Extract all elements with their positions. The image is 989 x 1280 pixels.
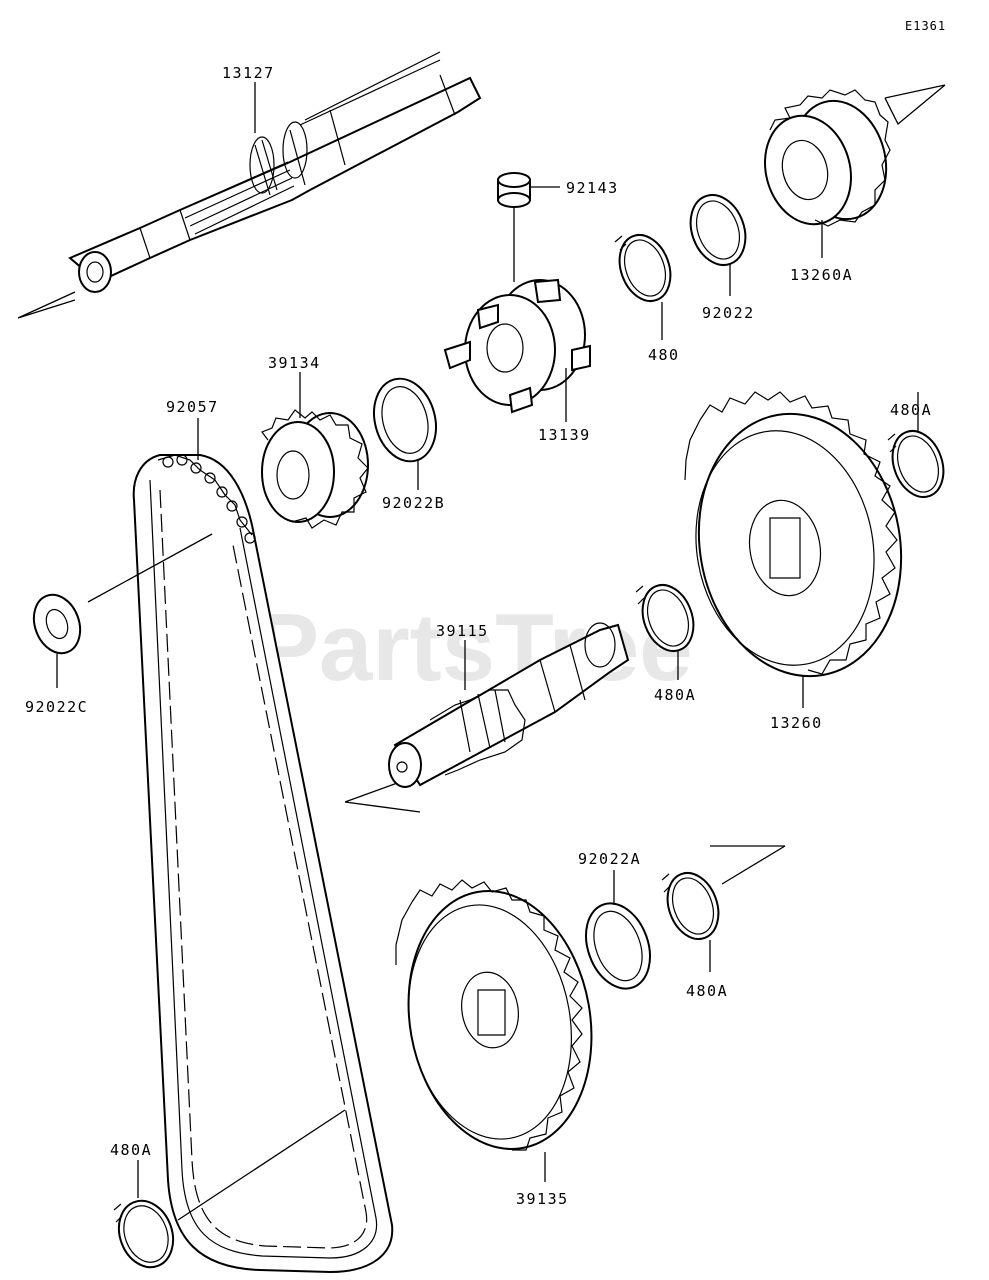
clutch-13139[interactable]: [443, 278, 591, 414]
bushing-92143[interactable]: [497, 172, 531, 208]
label-92143: 92143: [566, 179, 619, 197]
label-480A-bottom: 480A: [110, 1141, 152, 1159]
circlip-480A-right[interactable]: [659, 866, 727, 946]
sprocket-39134[interactable]: [261, 409, 369, 529]
label-92022: 92022: [702, 304, 755, 322]
shaft-39115[interactable]: [344, 622, 630, 813]
label-13139: 13139: [538, 426, 591, 444]
diagram-code: E1361: [905, 19, 946, 33]
label-92022A: 92022A: [578, 850, 641, 868]
label-13127: 13127: [222, 64, 275, 82]
label-92022C: 92022C: [25, 698, 88, 716]
gear-13260A[interactable]: [753, 89, 899, 234]
label-39134: 39134: [268, 354, 321, 372]
label-39115: 39115: [436, 622, 489, 640]
label-92057: 92057: [166, 398, 219, 416]
washer-92022[interactable]: [681, 187, 754, 272]
label-480: 480: [648, 346, 680, 364]
watermark: PartsTree: [255, 594, 693, 701]
circlip-480A-top[interactable]: [884, 424, 952, 504]
sprocket-39135[interactable]: [389, 876, 611, 1163]
washer-92022B[interactable]: [365, 372, 445, 469]
gear-13260[interactable]: [678, 391, 922, 692]
circlip-480A-mid[interactable]: [634, 578, 702, 658]
label-13260A: 13260A: [790, 266, 853, 284]
chain-92057[interactable]: [132, 454, 394, 1274]
shaft-13127[interactable]: [17, 51, 482, 319]
label-13260: 13260: [770, 714, 823, 732]
label-39135: 39135: [516, 1190, 569, 1208]
circlip-480A-bottom[interactable]: [110, 1193, 182, 1275]
label-92022B: 92022B: [382, 494, 445, 512]
circlip-480[interactable]: [611, 228, 679, 308]
washer-92022C[interactable]: [26, 588, 88, 659]
label-480A-mid: 480A: [654, 686, 696, 704]
label-480A-top: 480A: [890, 401, 932, 419]
washer-92022A[interactable]: [575, 894, 661, 997]
label-480A-right: 480A: [686, 982, 728, 1000]
